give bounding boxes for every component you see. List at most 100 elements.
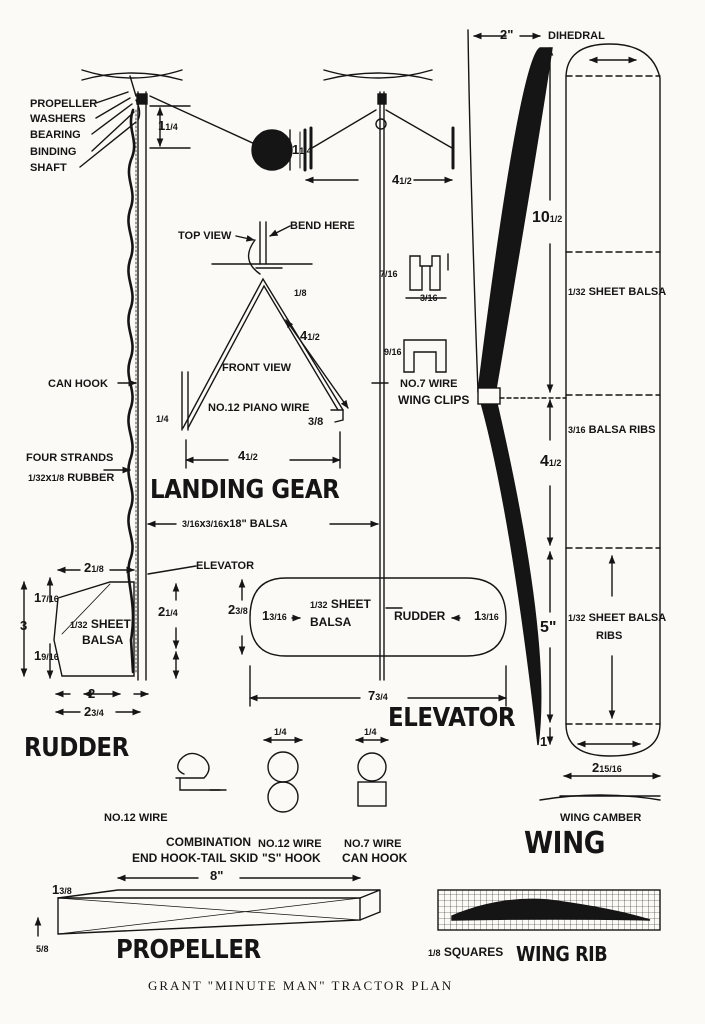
wing-ribs-label: RIBS bbox=[596, 630, 623, 642]
wing-center-dim: 41/2 bbox=[540, 453, 562, 470]
wing-balsa-ribs-text: BALSA RIBS bbox=[588, 424, 656, 436]
rudder-sheet-text: SHEET bbox=[90, 617, 131, 631]
rudder-upper-dim: 17/16 bbox=[34, 590, 59, 605]
rubber-size-label: 1/32x1/8 RUBBER bbox=[28, 472, 115, 484]
rudder-balsa: BALSA bbox=[82, 633, 124, 647]
rudder-top-whole: 2 bbox=[84, 560, 92, 575]
wing-root-dim: 1" bbox=[540, 734, 554, 749]
gear-bend-dim: 1/8 bbox=[294, 288, 307, 298]
rubber-times: x bbox=[45, 472, 52, 484]
elevator-span-dim: 73/4 bbox=[368, 688, 388, 703]
elevator-height-dim: 23/8 bbox=[228, 602, 248, 617]
can-hook-dim: 1/4 bbox=[364, 727, 377, 737]
wing-rib-drawing bbox=[437, 889, 661, 931]
wing-chord-dim: 215/16 bbox=[592, 760, 622, 775]
rudder-top-dim: 21/8 bbox=[84, 560, 104, 575]
elevator-sheet-text: SHEET bbox=[330, 597, 371, 611]
plan-caption: GRANT "MINUTE MAN" TRACTOR PLAN bbox=[148, 978, 454, 993]
combo-label-2: END HOOK-TAIL SKID bbox=[132, 851, 259, 865]
rudder-title: RUDDER bbox=[24, 733, 129, 763]
rudder-height-dim: 3 bbox=[20, 618, 28, 633]
spread-dim: 41/2 bbox=[392, 172, 412, 187]
elevator-left-dim: 13/16 bbox=[262, 608, 287, 623]
nose-label-washers: WASHERS bbox=[30, 113, 86, 125]
nose-label-bearing: BEARING bbox=[30, 129, 81, 141]
wing-outer-dim: 101/2 bbox=[532, 209, 563, 226]
bend-here-label: BEND HERE bbox=[290, 220, 355, 232]
rudder-sheet: 1/32 SHEET bbox=[70, 617, 131, 631]
gear-leg-dim: 41/2 bbox=[300, 328, 320, 343]
elevator-height-whole: 2 bbox=[228, 602, 236, 617]
wing-camber-label: WING CAMBER bbox=[560, 812, 642, 824]
wing-sheet-balsa-ribs-text: SHEET BALSA bbox=[588, 612, 667, 624]
wing-tip-dim: 5" bbox=[540, 619, 557, 636]
four-strands-label: FOUR STRANDS bbox=[26, 452, 114, 464]
elevator-right-dim: 13/16 bbox=[474, 608, 499, 623]
elevator-drawing bbox=[238, 577, 507, 707]
wing-clips-drawing bbox=[403, 253, 449, 373]
rudder-upper-whole: 1 bbox=[34, 590, 42, 605]
stick-times: x bbox=[199, 518, 206, 530]
can-hook-wire: NO.7 WIRE bbox=[344, 838, 402, 850]
nose-dim: 11/4 bbox=[158, 118, 178, 133]
fuselage-second-view bbox=[305, 69, 455, 681]
hooks-drawing bbox=[175, 736, 389, 813]
rubber-suffix: RUBBER bbox=[67, 472, 115, 484]
nose-label-propeller: PROPELLER bbox=[30, 98, 98, 110]
rib-squares-label: 1/8 SQUARES bbox=[428, 945, 504, 959]
stick-suffix: x18" BALSA bbox=[223, 518, 288, 530]
rudder-bottom-dim: 2 bbox=[88, 686, 96, 701]
wing-sheet-balsa-text: SHEET BALSA bbox=[588, 286, 667, 298]
dihedral-value: 2" bbox=[500, 27, 514, 42]
balsa-stick-label: 3/16x3/16x18" BALSA bbox=[182, 518, 288, 530]
wing-outer-whole: 10 bbox=[532, 209, 550, 226]
wing-chord-whole: 2 bbox=[592, 760, 600, 775]
elevator-span-whole: 7 bbox=[368, 688, 376, 703]
wing-balsa-ribs: 3/16 BALSA RIBS bbox=[568, 424, 656, 436]
elevator-left-whole: 1 bbox=[262, 608, 270, 623]
landing-gear-title: LANDING GEAR bbox=[150, 475, 340, 505]
propeller-drawing bbox=[34, 874, 381, 937]
front-view-label: FRONT VIEW bbox=[222, 362, 292, 374]
rudder-drawing bbox=[20, 566, 180, 716]
landing-gear-drawing bbox=[181, 221, 349, 469]
gear-loop-dim: 1/4 bbox=[156, 414, 169, 424]
nose-label-binding: BINDING bbox=[30, 146, 77, 158]
propeller-hub-dim: 13/8 bbox=[52, 882, 72, 897]
gear-leg-whole: 4 bbox=[300, 328, 308, 343]
rib-squares-text: SQUARES bbox=[443, 945, 504, 959]
combo-label-1: COMBINATION bbox=[166, 835, 252, 849]
s-hook-wire: NO.12 WIRE bbox=[258, 838, 322, 850]
prop-disc-dim: 11/4 bbox=[292, 142, 312, 157]
propeller-length-dim: 8" bbox=[210, 868, 224, 883]
wing-drawing bbox=[467, 29, 661, 801]
nose-label-shaft: SHAFT bbox=[30, 162, 67, 174]
gear-width-dim: 41/2 bbox=[238, 448, 258, 463]
combo-wire-label: NO.12 WIRE bbox=[104, 812, 168, 824]
elevator-title: ELEVATOR bbox=[388, 703, 516, 733]
can-hook-name: CAN HOOK bbox=[342, 851, 408, 865]
s-hook-dim: 1/4 bbox=[274, 727, 287, 737]
elevator-sheet: 1/32 SHEET bbox=[310, 597, 371, 611]
elevator-balsa: BALSA bbox=[310, 615, 352, 629]
wing-sheet-balsa-ribs: 1/32 SHEET BALSA bbox=[568, 612, 667, 624]
wing-clips-label: WING CLIPS bbox=[398, 393, 470, 407]
clip-dim-7-16: 7/16 bbox=[380, 269, 398, 279]
rudder-lower-whole: 1 bbox=[34, 648, 42, 663]
piano-wire-label: NO.12 PIANO WIRE bbox=[208, 402, 310, 414]
wing-title: WING bbox=[524, 826, 605, 861]
clip-dim-3-16: 3/16 bbox=[420, 293, 438, 303]
s-hook-label: "S" HOOK bbox=[262, 851, 321, 865]
wing-center-whole: 4 bbox=[540, 453, 549, 470]
fuselage-side-view bbox=[79, 69, 379, 681]
wing-rib-title: WING RIB bbox=[516, 942, 608, 966]
rudder-right-dim: 21/4 bbox=[158, 604, 178, 619]
rudder-base-dim: 23/4 bbox=[84, 704, 104, 719]
gear-width-whole: 4 bbox=[238, 448, 246, 463]
rudder-base-whole: 2 bbox=[84, 704, 92, 719]
rudder-right-whole: 2 bbox=[158, 604, 166, 619]
rudder-lower-dim: 19/16 bbox=[34, 648, 59, 663]
wing-clips-wire: NO.7 WIRE bbox=[400, 378, 458, 390]
propeller-thickness-dim: 5/8 bbox=[36, 944, 49, 954]
